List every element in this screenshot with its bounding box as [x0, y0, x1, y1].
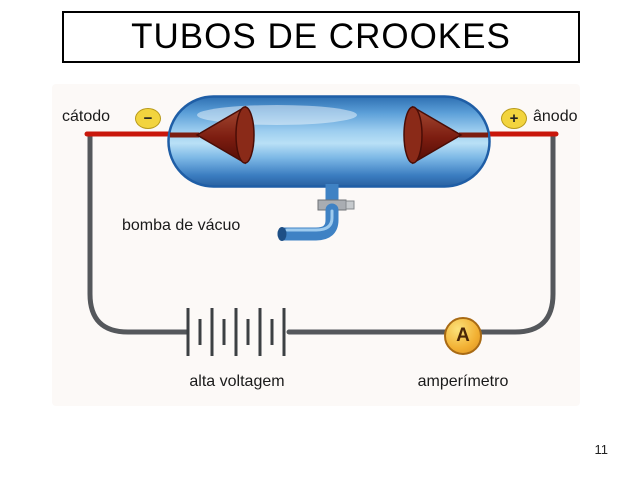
- battery-symbol: [186, 308, 286, 356]
- crookes-tube: [167, 95, 491, 188]
- ammeter-label: amperímetro: [417, 373, 509, 390]
- vacuum-pump-tube: [277, 184, 355, 241]
- vacuum-pump-label: bomba de vácuo: [122, 217, 241, 234]
- anode-cone-opening: [403, 106, 423, 164]
- ammeter: A: [444, 317, 482, 355]
- pump-pipe-highlight: [285, 209, 334, 232]
- gray-wire-right: [286, 131, 556, 335]
- cathode-sign: −: [143, 110, 153, 127]
- high-voltage-label: alta voltagem: [189, 373, 285, 390]
- page-number: 11: [594, 442, 609, 457]
- cathode-cone-opening: [235, 106, 255, 164]
- pump-pipe-opening: [277, 227, 287, 241]
- ammeter-letter: A: [456, 325, 470, 346]
- cathode-minus-badge: −: [135, 108, 161, 129]
- pump-valve-knob: [345, 200, 355, 210]
- anode-sign: +: [509, 110, 519, 127]
- anode-label: ânodo: [533, 108, 578, 125]
- gray-wire-left: [87, 131, 190, 335]
- slide-title: TUBOS DE CROOKES: [131, 17, 511, 56]
- cathode-label: cátodo: [62, 108, 111, 125]
- title-box: TUBOS DE CROOKES: [62, 11, 580, 63]
- anode-plus-badge: +: [501, 108, 527, 129]
